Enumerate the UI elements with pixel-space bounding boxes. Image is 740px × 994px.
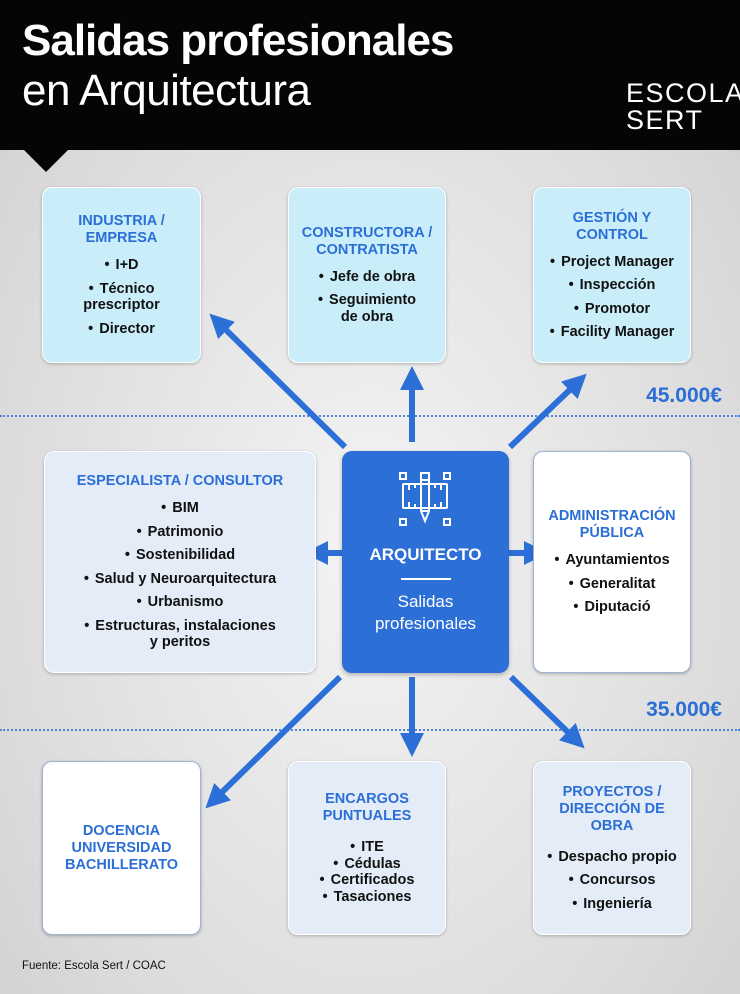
card-list: •Jefe de obra •Seguimiento de obra <box>312 269 422 326</box>
list-item: •Generalitat <box>568 575 656 592</box>
card-industria: INDUSTRIA / EMPRESA •I+D •Técnico prescr… <box>42 187 201 363</box>
list-item: •Concursos <box>568 872 656 889</box>
card-title: CONSTRUCTORA / CONTRATISTA <box>301 224 433 258</box>
card-list: •I+D •Técnico prescriptor •Director <box>72 257 172 337</box>
list-item: •Inspección <box>568 277 656 293</box>
page-title: Salidas profesionales <box>22 16 454 65</box>
list-item: •Diputació <box>573 599 651 616</box>
list-item: •Director <box>88 320 155 337</box>
list-item: •ITE <box>350 839 384 855</box>
card-title: ADMINISTRACIÓN PÚBLICA <box>548 508 676 542</box>
card-list: •Project Manager •Inspección •Promotor •… <box>550 254 675 341</box>
card-docencia: DOCENCIA UNIVERSIDAD BACHILLERATO <box>42 761 201 935</box>
list-item: •Estructuras, instalaciones y peritos <box>84 617 276 651</box>
arrow-to-industria <box>209 313 348 450</box>
list-item: •Urbanismo <box>136 594 224 611</box>
card-list: •Despacho propio •Concursos •Ingeniería <box>547 849 677 913</box>
logo-line2: SERT <box>626 105 704 135</box>
arrow-to-proyectos <box>508 674 585 749</box>
center-node-arquitecto: ARQUITECTO Salidas profesionales <box>342 451 509 673</box>
card-title: INDUSTRIA / EMPRESA <box>78 213 165 246</box>
center-subtitle: Salidas profesionales <box>374 592 477 633</box>
card-title: PROYECTOS / DIRECCIÓN DE OBRA <box>559 783 665 834</box>
list-item: •Despacho propio <box>547 848 677 865</box>
list-item: •Promotor <box>573 300 651 317</box>
list-item: •Sostenibilidad <box>124 547 236 564</box>
escola-sert-logo: ESCOLA SERT <box>626 78 740 135</box>
logo-line1: ESCOLA <box>626 78 740 108</box>
list-item: •Técnico prescriptor <box>83 280 160 314</box>
architect-tools-icon <box>399 472 451 526</box>
salary-label-lower: 35.000€ <box>646 698 722 721</box>
list-item: •BIM <box>161 500 199 517</box>
list-item: •Ingeniería <box>572 895 652 912</box>
list-item: •Facility Manager <box>549 324 675 340</box>
card-proyectos: PROYECTOS / DIRECCIÓN DE OBRA •Despacho … <box>533 761 691 935</box>
center-title: ARQUITECTO <box>369 545 482 564</box>
card-title: DOCENCIA UNIVERSIDAD BACHILLERATO <box>64 822 179 873</box>
card-constructora: CONSTRUCTORA / CONTRATISTA •Jefe de obra… <box>288 187 446 363</box>
list-item: •Ayuntamientos <box>554 552 670 569</box>
list-item: •Jefe de obra <box>318 268 416 285</box>
salary-line-lower <box>0 729 740 731</box>
card-title: GESTIÓN Y CONTROL <box>572 209 652 243</box>
card-gestion: GESTIÓN Y CONTROL •Project Manager •Insp… <box>533 187 691 363</box>
card-administracion: ADMINISTRACIÓN PÚBLICA •Ayuntamientos •G… <box>533 451 691 673</box>
page-subtitle: en Arquitectura <box>22 66 311 115</box>
arrow-to-gestion <box>507 373 587 450</box>
card-list: •Ayuntamientos •Generalitat •Diputació <box>554 552 669 616</box>
card-list: •ITE •Cédulas •Certificados •Tasaciones <box>320 839 415 905</box>
card-encargos: ENCARGOS PUNTUALES •ITE •Cédulas •Certif… <box>288 761 446 935</box>
list-item: •Cédulas <box>333 855 401 872</box>
card-especialista: ESPECIALISTA / CONSULTOR •BIM •Patrimoni… <box>44 451 316 673</box>
salary-label-upper: 45.000€ <box>646 384 722 407</box>
list-item: •Seguimiento de obra <box>317 292 417 325</box>
list-item: •Project Manager <box>550 253 674 270</box>
list-item: •Patrimonio <box>136 523 224 540</box>
header-banner: Salidas profesionales en Arquitectura ES… <box>0 0 740 150</box>
list-item: •Salud y Neuroarquitectura <box>83 570 277 587</box>
card-title: ESPECIALISTA / CONSULTOR <box>76 473 284 490</box>
card-list: •BIM •Patrimonio •Sostenibilidad •Salud … <box>80 500 280 651</box>
list-item: •Certificados <box>319 872 415 888</box>
list-item: •Tasaciones <box>322 888 412 905</box>
center-divider <box>401 578 451 580</box>
salary-line-upper <box>0 415 740 417</box>
header-notch <box>22 148 70 172</box>
arrow-to-docencia <box>205 674 343 809</box>
card-title: ENCARGOS PUNTUALES <box>322 791 412 824</box>
list-item: •I+D <box>104 257 139 273</box>
source-note: Fuente: Escola Sert / COAC <box>22 960 166 972</box>
